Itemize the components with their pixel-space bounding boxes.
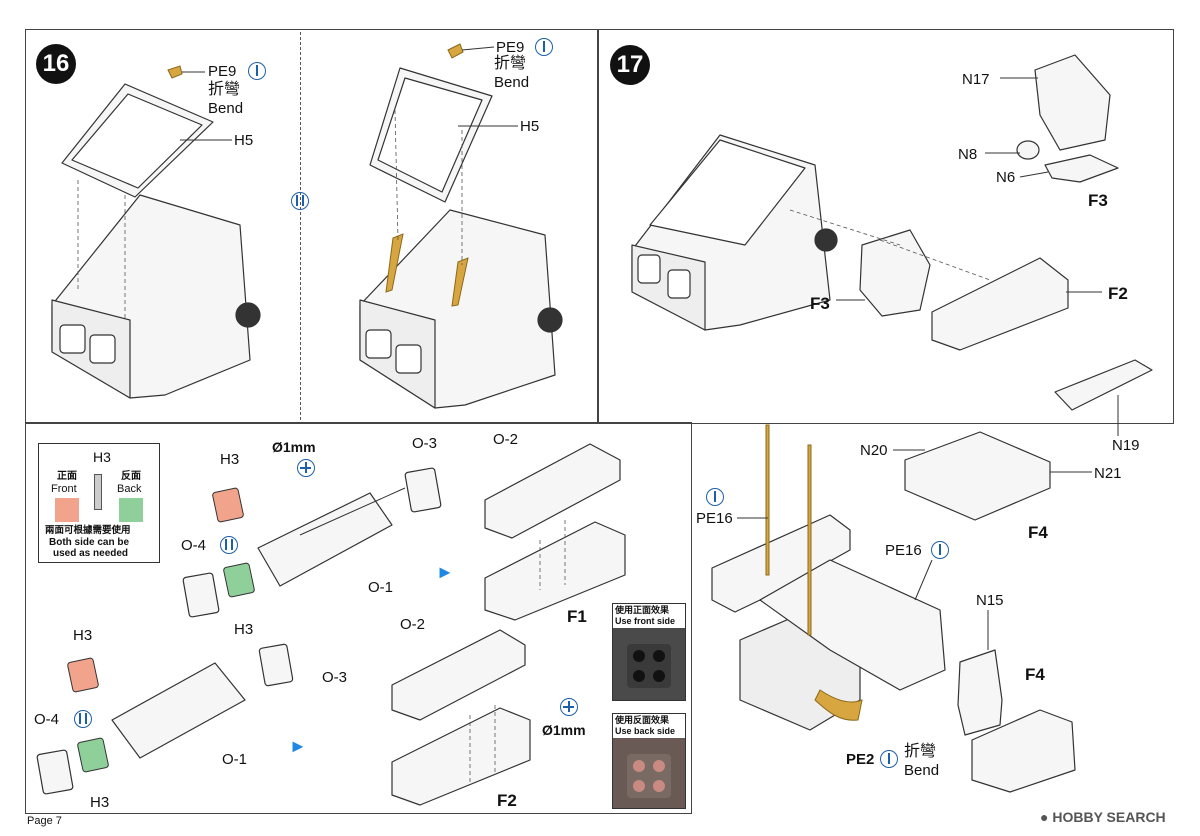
f2-lower [391, 707, 531, 806]
pe9-label-left: PE9 [208, 63, 237, 80]
legend-note-en-2: used as needed [53, 548, 129, 559]
n6-label: N6 [996, 169, 1016, 186]
o1-label-bottom: O-1 [222, 751, 248, 768]
front-photo-caption-zh: 使用正面效果 [615, 605, 670, 615]
n20-label: N20 [860, 442, 888, 459]
f2-label-17: F2 [1108, 284, 1128, 303]
bend-en-right: Bend [494, 74, 530, 91]
front-photo-caption-en: Use front side [615, 615, 676, 626]
legend-front-en: Front [51, 483, 77, 495]
f3-label-top: F3 [1088, 191, 1108, 210]
o1-rail-bottom [111, 662, 246, 759]
back-photo-image [627, 754, 671, 798]
step-arrow: ► [289, 736, 307, 756]
n19-label: N19 [1112, 437, 1140, 454]
f4-box [971, 709, 1076, 793]
h5-label-left: H5 [234, 132, 254, 149]
o1-label-top: O-1 [368, 579, 394, 596]
h3-label-top: H3 [220, 451, 240, 468]
watermark: ● HOBBY SEARCH [1040, 809, 1166, 825]
subassembly-frame [25, 422, 692, 814]
bend-en-left: Bend [208, 100, 244, 117]
pe16-label-right: PE16 [885, 542, 922, 559]
legend-back-zh: 反面 [121, 471, 141, 482]
h3-label-bottom: H3 [73, 627, 93, 644]
o4-label-top: O-4 [181, 537, 207, 554]
f3-label: F3 [810, 294, 830, 313]
h3-label-mid: H3 [234, 621, 254, 638]
o4-label-bottom: O-4 [34, 711, 60, 728]
diameter-label-top: Ø1mm [272, 439, 316, 455]
o3-label-bottom: O-3 [322, 669, 348, 686]
n19-plate [1054, 359, 1153, 411]
back-photo-caption-zh: 使用反面效果 [615, 715, 670, 725]
front-swatch [55, 498, 79, 522]
legend-note-zh: 兩面可根據需要使用 [45, 525, 131, 536]
step16-frame [25, 29, 599, 424]
drill-icon [297, 459, 315, 477]
o1-rail-top [257, 492, 393, 587]
f4-label-lower: F4 [1025, 665, 1045, 684]
legend-title: H3 [93, 449, 111, 465]
pe16-label-left: PE16 [696, 510, 733, 527]
legend-back-en: Back [117, 483, 142, 495]
o2-label-top: O-2 [493, 431, 519, 448]
o3-label-top: O-3 [412, 435, 438, 452]
n17-part [1034, 54, 1111, 151]
back-photo-caption-en: Use back side [615, 725, 676, 736]
step17-frame [597, 29, 1174, 424]
step-17-badge: 17 [610, 45, 650, 85]
o2-label-bottom: O-2 [400, 616, 426, 633]
step-arrow: ► [436, 562, 454, 582]
bend-icon [248, 62, 266, 80]
f2-upper [391, 629, 526, 721]
step-16-badge: 16 [36, 44, 76, 84]
pe2-label: PE2 [846, 751, 875, 768]
bend-zh-left: 折彎 [208, 81, 241, 98]
bend-icon [880, 750, 898, 768]
drill-icon [560, 698, 578, 716]
part-edge-swatch [94, 474, 102, 510]
brand-text: HOBBY SEARCH [1052, 809, 1166, 825]
h3-label-bottom-2: H3 [90, 794, 110, 811]
n21-part [904, 431, 1051, 521]
bend-zh-right: 折彎 [494, 55, 527, 72]
front-photo-image [627, 644, 671, 688]
f1-upper [484, 443, 621, 539]
symmetric-icon [291, 192, 309, 210]
legend-note-en-1: Both side can be [49, 537, 130, 548]
back-swatch [119, 498, 143, 522]
n15-label: N15 [976, 592, 1004, 609]
step16-divider [300, 32, 301, 420]
n21-label: N21 [1094, 465, 1122, 482]
bend-icon [931, 541, 949, 559]
diameter-label-bottom: Ø1mm [542, 722, 586, 738]
page-number: Page 7 [27, 815, 62, 827]
symmetric-icon [74, 710, 92, 728]
f3-part [859, 229, 931, 317]
f2-part [931, 257, 1069, 351]
f4-label-upper: F4 [1028, 523, 1048, 542]
pe9-label-right: PE9 [496, 39, 525, 56]
h5-label-right: H5 [520, 118, 540, 135]
brand-icon: ● [1040, 809, 1049, 825]
f1-lower [484, 521, 626, 621]
n8-label: N8 [958, 146, 978, 163]
n15-part [957, 649, 1003, 736]
f1-label: F1 [567, 607, 587, 626]
bend-en-pe2: Bend [904, 762, 940, 779]
bend-icon [535, 38, 553, 56]
legend-front-zh: 正面 [57, 471, 77, 482]
symmetric-icon [220, 536, 238, 554]
h3-legend: H3 正面 Front 反面 Back 兩面可根據需要使用 Both side … [38, 443, 160, 563]
bend-zh-pe2: 折彎 [904, 743, 937, 760]
bend-icon [706, 488, 724, 506]
n17-label: N17 [962, 71, 990, 88]
f2-label-sub: F2 [497, 791, 517, 810]
